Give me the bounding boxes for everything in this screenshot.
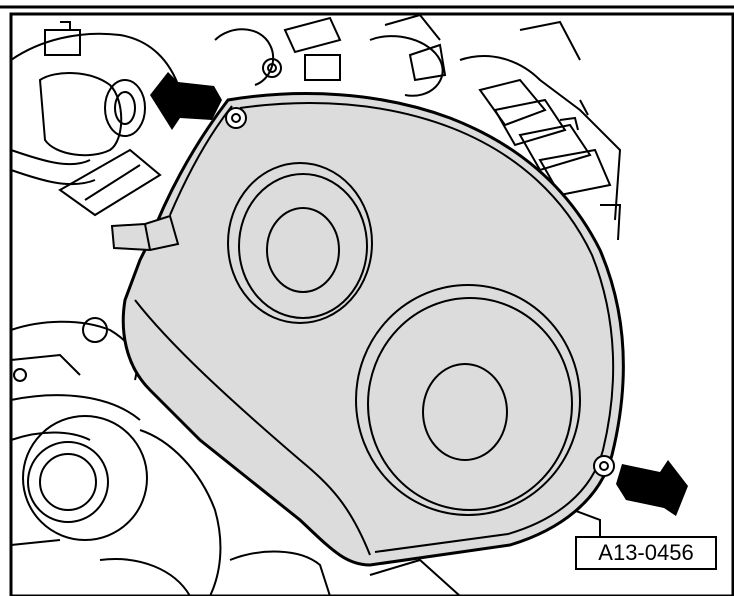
- arrow-icon: [150, 72, 222, 130]
- arrow-icon: [616, 460, 688, 516]
- bolt-top: [225, 107, 247, 129]
- bolt-bottom: [593, 455, 615, 477]
- frame-border: [9, 12, 734, 596]
- engine-background-parts: [10, 13, 622, 596]
- figure-label: A13-0456: [575, 536, 717, 570]
- timing-belt-cover: [110, 92, 625, 567]
